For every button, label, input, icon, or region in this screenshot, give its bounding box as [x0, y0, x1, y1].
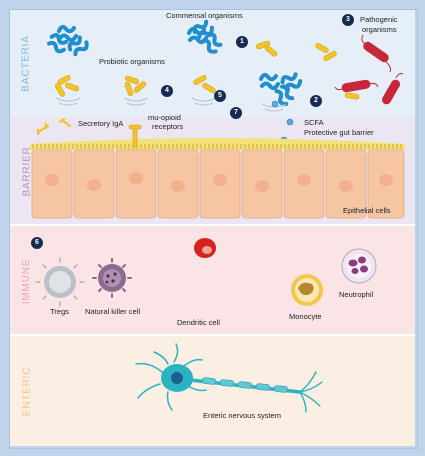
commensal-organisms — [45, 17, 304, 108]
pathogenic-organisms — [334, 34, 404, 105]
label-probiotic: Probiotic organisms — [99, 57, 165, 66]
marker-7: 7 — [230, 107, 242, 119]
label-scfa: SCFA — [304, 118, 324, 127]
label-pathogenic-2: organisms — [362, 25, 397, 34]
cell-nuclei — [45, 172, 393, 192]
marker-4: 4 — [161, 85, 173, 97]
secretory-iga — [36, 117, 72, 136]
section-label-immune: IMMUNE — [21, 258, 33, 305]
label-mu-opioid-2: receptors — [152, 122, 184, 131]
label-mu-opioid-1: mu-opioid — [148, 113, 181, 122]
label-tregs: Tregs — [50, 307, 69, 316]
label-commensal: Commensal organisms — [166, 11, 243, 20]
neuron-cell-body — [161, 364, 193, 392]
microvilli — [32, 144, 402, 149]
section-label-enteric: ENTERIC — [21, 366, 33, 417]
diagram-frame — [9, 9, 418, 449]
label-epithelial: Epithelial cells — [343, 206, 391, 215]
section-label-barrier: BARRIER — [21, 146, 33, 197]
marker-5: 5 — [214, 90, 226, 102]
label-protective-barrier: Protective gut barrier — [304, 128, 374, 137]
neutrophil — [341, 248, 377, 284]
section-divider — [10, 334, 415, 336]
myelin-sheath — [201, 377, 289, 393]
label-pathogenic-1: Pathogenic — [360, 15, 398, 24]
signal-arcs — [55, 97, 287, 112]
marker-1: 1 — [236, 36, 248, 48]
marker-3: 3 — [342, 14, 354, 26]
dendritic-cell — [194, 238, 216, 258]
label-neutrophil: Neutrophil — [339, 290, 374, 299]
treg-cell — [35, 257, 85, 307]
monocyte — [291, 274, 323, 306]
marker-2: 2 — [310, 95, 322, 107]
label-nk-cell: Natural killer cell — [85, 307, 141, 316]
label-monocyte: Monocyte — [289, 312, 322, 321]
section-divider — [10, 224, 415, 226]
marker-6: 6 — [31, 237, 43, 249]
label-secretory-iga: Secretory IgA — [78, 119, 124, 128]
label-dendritic: Dendritic cell — [177, 318, 220, 327]
label-enteric-ns: Enteric nervous system — [203, 411, 281, 420]
enteric-section — [10, 336, 415, 446]
section-label-bacteria: BACTERIA — [20, 35, 32, 92]
epithelial-layer — [30, 138, 405, 219]
natural-killer-cell — [92, 258, 132, 298]
mu-opioid-receptor — [128, 124, 142, 148]
